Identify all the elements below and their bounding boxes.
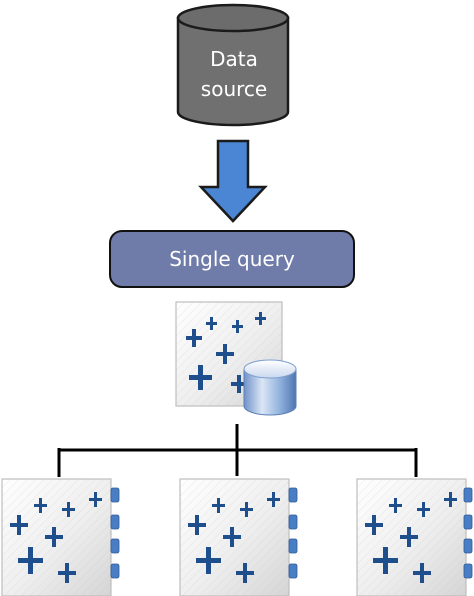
single-query-box: Single query <box>109 230 355 288</box>
single-query-label: Single query <box>169 247 295 271</box>
extract-cylinder-icon <box>243 359 297 416</box>
dashboard-tabs <box>288 487 298 579</box>
connector-lines <box>57 424 418 477</box>
dashboard-icon <box>356 478 473 596</box>
dashboard-icon <box>179 478 298 596</box>
down-arrow <box>198 139 268 223</box>
dashboard-icon <box>1 478 120 596</box>
workbook-with-extract-icon <box>175 301 297 416</box>
tableau-plus-marks <box>186 312 266 393</box>
data-source-cylinder <box>176 3 290 127</box>
dashboard-tabs <box>110 487 120 579</box>
dashboard-tabs <box>463 487 473 579</box>
data-source-label: Data source <box>200 47 268 101</box>
